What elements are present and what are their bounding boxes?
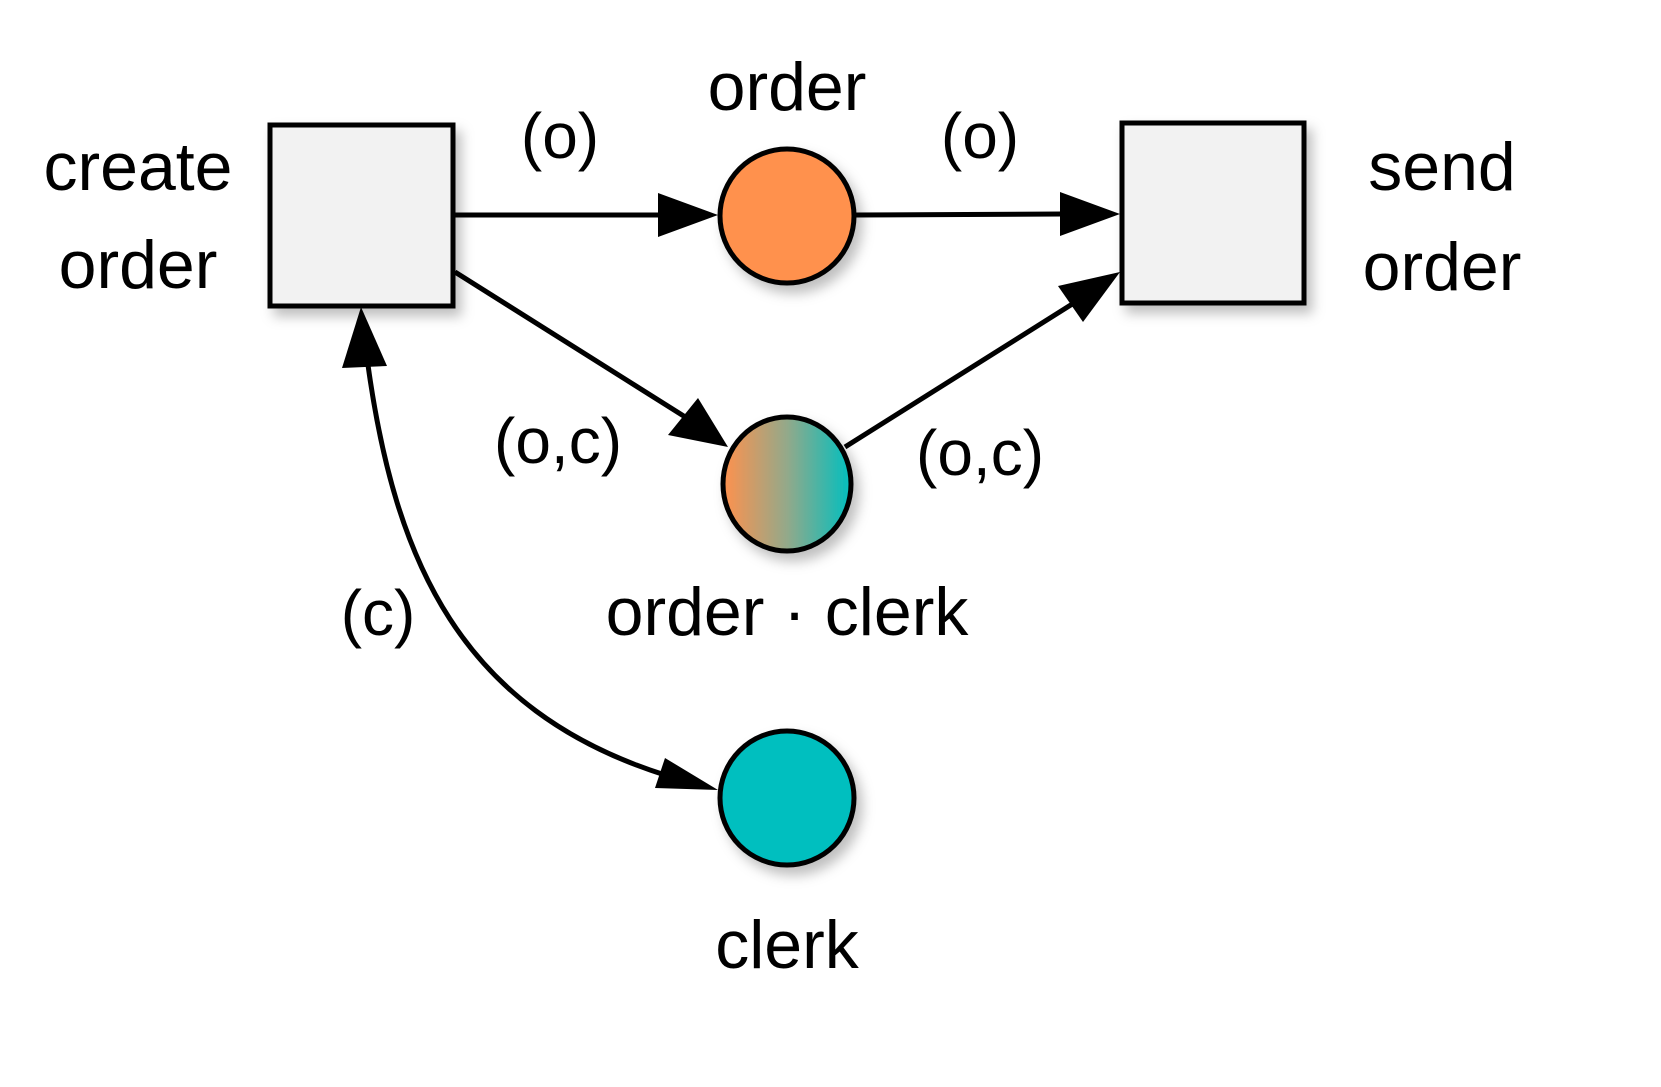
arc-order-clerk-to-send-order [843,272,1120,450]
place-order-clerk[interactable] [720,414,854,554]
transition-label-send: send [1368,129,1515,205]
arrowhead-icon [1058,272,1120,322]
arrowhead-icon [668,398,728,447]
transition-label-send-order: order [1363,229,1522,305]
arrowhead-icon [342,307,387,368]
place-label-order-clerk: order · clerk [606,574,970,650]
arrowhead-icon [658,193,718,237]
arrowhead-icon [655,758,718,790]
arc-clerk-create-order-bidirectional [342,307,718,790]
arc-label-o-2: (o) [941,100,1019,172]
arc-create-order-to-order [455,193,718,237]
place-label-clerk: clerk [715,907,860,983]
arc-label-c: (c) [341,577,416,649]
transition-label-create-order: order [59,227,218,303]
place-order[interactable] [717,146,857,286]
transition-label-create: create [44,129,233,205]
arc-label-oc-2: (o,c) [916,417,1044,489]
place-clerk[interactable] [717,728,857,868]
arc-label-oc-1: (o,c) [494,405,622,477]
arrowhead-icon [1060,192,1120,236]
arc-order-to-send-order [854,192,1120,236]
transition-create-order[interactable] [267,122,456,309]
arc-create-order-to-order-clerk [453,269,728,447]
transition-send-order[interactable] [1119,120,1307,306]
place-label-order: order [708,49,867,125]
arc-label-o-1: (o) [521,100,599,172]
